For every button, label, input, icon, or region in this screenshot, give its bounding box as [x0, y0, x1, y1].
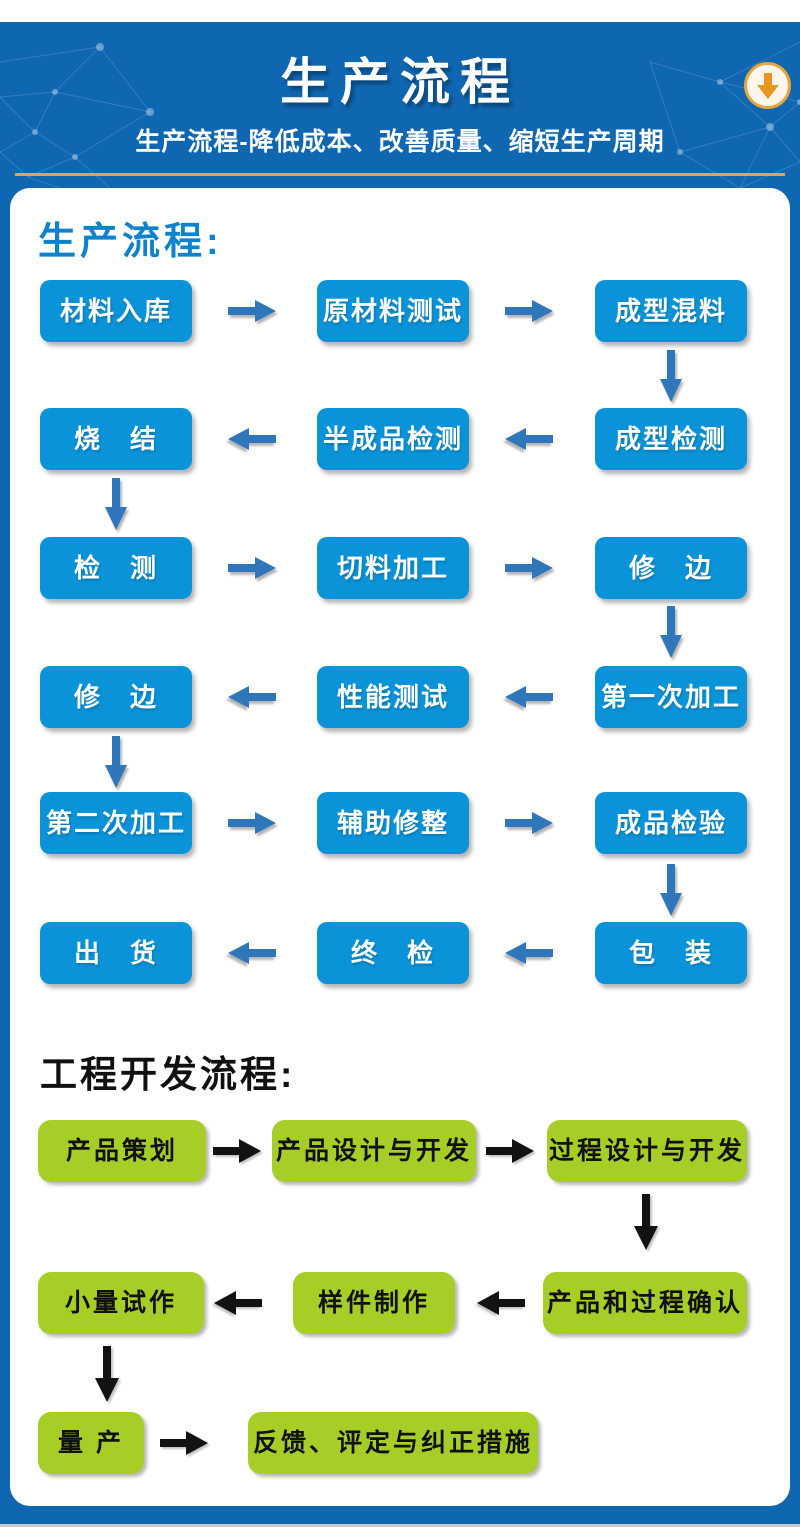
arrow-down-icon	[658, 606, 684, 658]
page-title: 生产流程	[280, 54, 520, 110]
eng-step: 过程设计与开发	[547, 1120, 747, 1182]
gold-divider	[15, 173, 785, 176]
arrow-left-icon	[228, 426, 276, 452]
scroll-down-button[interactable]	[744, 62, 791, 109]
arrow-right-icon	[228, 298, 276, 324]
flow-step: 第二次加工	[40, 792, 192, 854]
arrow-left-icon	[228, 684, 276, 710]
top-white-strip	[0, 0, 800, 22]
arrow-left-icon	[214, 1288, 262, 1318]
eng-step: 量 产	[38, 1412, 144, 1474]
flow-step: 检 测	[40, 537, 192, 599]
arrow-right-icon	[160, 1428, 208, 1458]
flow-step: 修 边	[40, 666, 192, 728]
flow-step: 包 装	[595, 922, 747, 984]
eng-step: 反馈、评定与纠正措施	[248, 1412, 538, 1474]
page-subtitle: 生产流程-降低成本、改善质量、缩短生产周期	[135, 128, 665, 156]
engineering-flow-heading: 工程开发流程:	[40, 1054, 296, 1095]
arrow-right-icon	[505, 298, 553, 324]
arrow-right-icon	[213, 1136, 261, 1166]
eng-step: 样件制作	[293, 1272, 455, 1334]
flow-step: 第一次加工	[595, 666, 747, 728]
arrow-right-icon	[486, 1136, 534, 1166]
content-card: 生产流程: 材料入库 原材料测试 成型混料 烧 结 半成品检测 成型检测 检 测…	[10, 188, 790, 1506]
arrow-right-icon	[228, 810, 276, 836]
flow-step: 成型检测	[595, 408, 747, 470]
flow-step: 切料加工	[317, 537, 469, 599]
arrow-left-icon	[505, 940, 553, 966]
flow-step: 成型混料	[595, 280, 747, 342]
arrow-left-icon	[505, 684, 553, 710]
eng-step: 产品设计与开发	[272, 1120, 476, 1182]
arrow-down-icon	[93, 1346, 121, 1402]
eng-step: 小量试作	[38, 1272, 204, 1334]
arrow-right-icon	[505, 555, 553, 581]
production-flow-heading: 生产流程:	[38, 221, 223, 263]
arrow-down-icon	[103, 736, 129, 788]
eng-step: 产品策划	[38, 1120, 206, 1182]
flow-step: 修 边	[595, 537, 747, 599]
eng-step: 产品和过程确认	[543, 1272, 747, 1334]
flow-step: 终 检	[317, 922, 469, 984]
arrow-right-icon	[228, 555, 276, 581]
flow-step: 辅助修整	[317, 792, 469, 854]
arrow-down-icon	[658, 350, 684, 402]
flow-step: 出 货	[40, 922, 192, 984]
arrow-down-icon	[103, 478, 129, 530]
arrow-down-icon	[632, 1194, 660, 1250]
down-arrow-icon	[756, 72, 779, 99]
arrow-left-icon	[477, 1288, 525, 1318]
header-banner: 生产流程 生产流程-降低成本、改善质量、缩短生产周期	[0, 22, 800, 188]
flow-step: 烧 结	[40, 408, 192, 470]
arrow-down-icon	[658, 864, 684, 916]
bottom-gray-strip	[0, 1524, 800, 1527]
arrow-left-icon	[228, 940, 276, 966]
flow-step: 半成品检测	[317, 408, 469, 470]
flow-step: 材料入库	[40, 280, 192, 342]
flow-step: 原材料测试	[317, 280, 469, 342]
arrow-right-icon	[505, 810, 553, 836]
flow-step: 性能测试	[317, 666, 469, 728]
arrow-left-icon	[505, 426, 553, 452]
flow-step: 成品检验	[595, 792, 747, 854]
